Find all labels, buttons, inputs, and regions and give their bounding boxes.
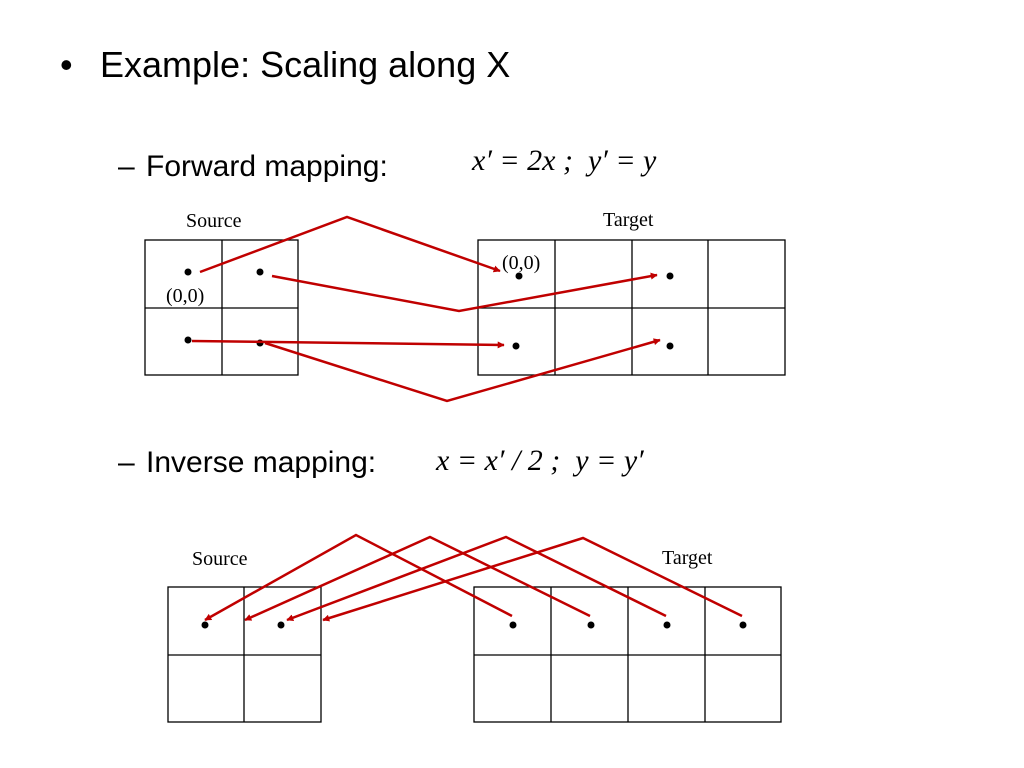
forward-source-origin-label: (0,0) <box>166 285 204 307</box>
inverse-target-point <box>739 621 747 629</box>
inverse-source-grid <box>167 586 322 723</box>
slide-title: • Example: Scaling along X <box>60 44 510 86</box>
inverse-arrow <box>322 536 743 622</box>
forward-source-point <box>184 268 192 276</box>
inverse-target-grid <box>473 586 782 723</box>
bullet-icon: • <box>60 44 73 85</box>
forward-target-label: Target <box>603 209 654 231</box>
forward-mapping-label: Forward mapping: <box>146 150 388 183</box>
inverse-target-point <box>663 621 671 629</box>
inverse-source-point <box>277 621 285 629</box>
forward-target-point <box>512 342 520 350</box>
inverse-mapping-heading: –Inverse mapping: <box>118 446 376 480</box>
forward-source-points <box>184 268 264 347</box>
forward-arrow <box>199 215 501 274</box>
inverse-diagram: Source Target <box>167 533 782 723</box>
inverse-target-point <box>509 621 517 629</box>
forward-target-origin-label: (0,0) <box>502 252 540 274</box>
forward-arrow <box>271 272 658 313</box>
inverse-target-points <box>509 621 747 629</box>
forward-arrow <box>264 338 661 403</box>
forward-source-point <box>184 336 192 344</box>
inverse-arrow <box>286 535 667 622</box>
inverse-source-label: Source <box>192 548 248 570</box>
forward-mapping-heading: –Forward mapping: <box>118 150 388 184</box>
forward-formula-y: y′ = y <box>587 144 657 177</box>
forward-arrow <box>191 339 505 349</box>
inverse-formula-y: y = y′ <box>575 444 644 477</box>
forward-source-point <box>256 268 264 276</box>
inverse-formula: x = x′ / 2 ; y = y′ <box>436 444 644 478</box>
forward-source-label: Source <box>186 210 242 232</box>
inverse-mapping-label: Inverse mapping: <box>146 446 377 479</box>
inverse-arrow <box>244 535 591 622</box>
forward-target-points <box>512 272 674 350</box>
inverse-source-point <box>201 621 209 629</box>
forward-formula-x: x′ = 2x ; <box>472 144 573 177</box>
forward-formula: x′ = 2x ; y′ = y <box>472 144 656 178</box>
inverse-arrow <box>204 533 513 622</box>
dash-icon: – <box>118 150 135 183</box>
title-text: Example: Scaling along X <box>100 44 511 85</box>
inverse-target-point <box>587 621 595 629</box>
forward-source-grid <box>144 239 299 376</box>
inverse-arrows <box>204 533 743 622</box>
inverse-formula-x: x = x′ / 2 ; <box>436 444 561 477</box>
forward-target-point <box>666 342 674 350</box>
inverse-target-label: Target <box>662 547 713 569</box>
forward-diagram: Source Target (0,0) (0,0) <box>144 209 786 403</box>
inverse-source-points <box>201 621 285 629</box>
forward-target-point <box>666 272 674 280</box>
forward-target-point <box>515 272 523 280</box>
forward-arrows <box>191 215 661 403</box>
dash-icon: – <box>118 446 135 479</box>
